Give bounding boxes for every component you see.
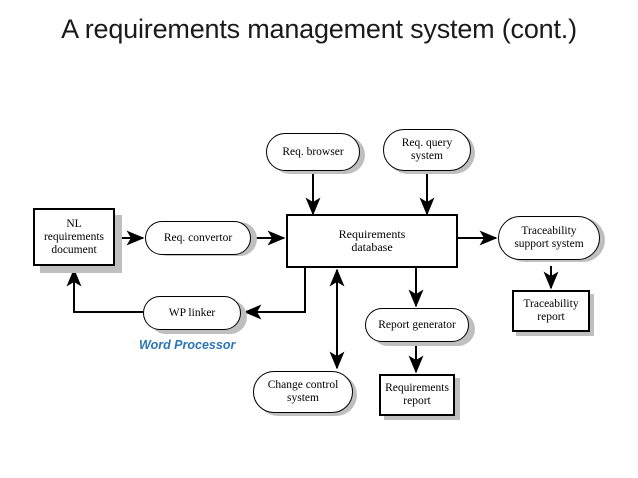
node-traceability-report[interactable]: Traceability report bbox=[512, 290, 590, 332]
node-label: Traceability support system bbox=[514, 225, 584, 250]
node-req-browser[interactable]: Req. browser bbox=[266, 133, 360, 171]
node-label: WP linker bbox=[168, 306, 216, 319]
node-requirements-database[interactable]: Requirements database bbox=[286, 214, 458, 268]
node-label: Requirements database bbox=[338, 227, 406, 254]
node-req-convertor[interactable]: Req. convertor bbox=[145, 221, 251, 255]
node-label: Req. query system bbox=[401, 137, 453, 162]
node-label: Req. browser bbox=[282, 145, 344, 158]
node-traceability-support-system[interactable]: Traceability support system bbox=[498, 216, 600, 260]
node-requirements-report[interactable]: Requirements report bbox=[379, 374, 455, 416]
node-nl-requirements-document[interactable]: NL requirements document bbox=[33, 208, 115, 266]
node-label: NL requirements document bbox=[43, 217, 105, 256]
node-label: Req. convertor bbox=[163, 231, 233, 244]
node-report-generator[interactable]: Report generator bbox=[365, 308, 469, 342]
node-label: Change control system bbox=[267, 379, 339, 404]
node-label: Traceability report bbox=[523, 298, 579, 323]
node-label: Report generator bbox=[378, 318, 456, 331]
node-label: Requirements report bbox=[385, 382, 449, 407]
page-title: A requirements management system (cont.) bbox=[61, 14, 577, 44]
requirements-management-diagram: NL requirements document Req. convertor … bbox=[0, 110, 638, 440]
edge-database-to-wp-linker bbox=[243, 268, 306, 320]
node-wp-linker[interactable]: WP linker bbox=[143, 296, 241, 330]
annotation-word-processor: Word Processor bbox=[139, 338, 236, 352]
node-req-query-system[interactable]: Req. query system bbox=[383, 129, 471, 171]
edge-wp-linker-to-nl bbox=[66, 268, 143, 313]
node-change-control-system[interactable]: Change control system bbox=[253, 371, 353, 413]
